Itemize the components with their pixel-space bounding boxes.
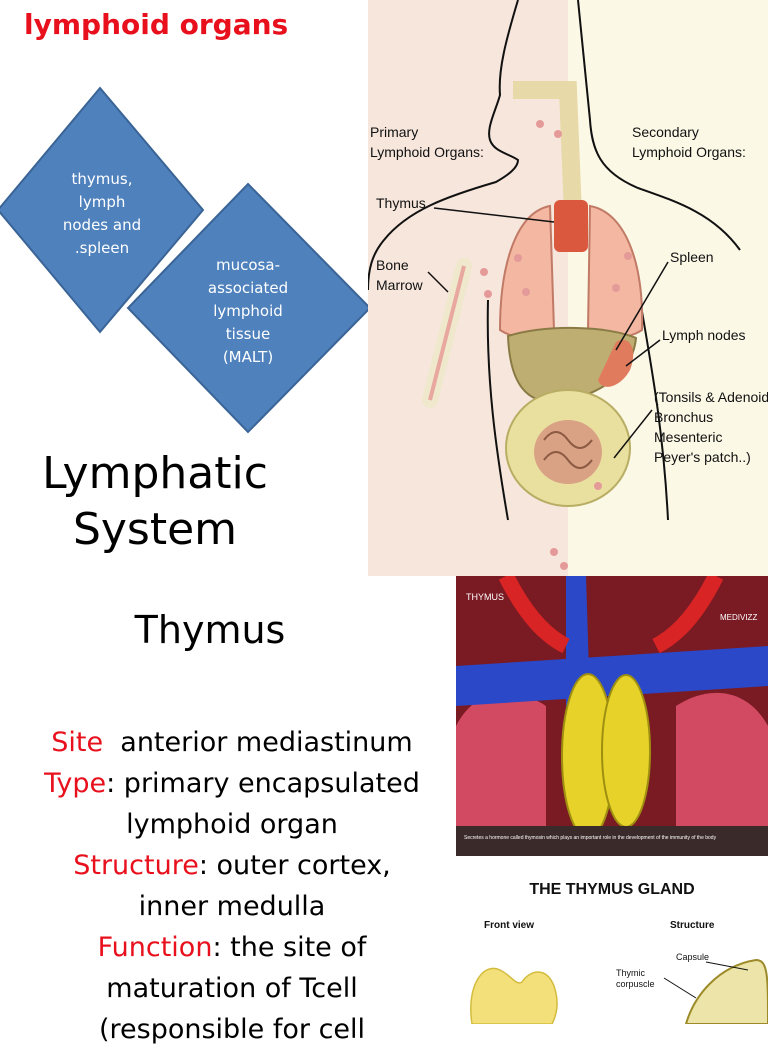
label-spleen: Spleen	[670, 249, 714, 265]
thymus-heading: Thymus	[134, 608, 286, 652]
page-heading: lymphoid organs	[24, 8, 289, 41]
diamond-text-2: mucosa- associated lymphoid tissue (MALT…	[207, 256, 289, 366]
site-label: Site	[51, 727, 104, 758]
label-lymph-nodes: Lymph nodes	[662, 327, 746, 343]
thymus-gland-panel: THE THYMUS GLAND Front view Structure Ca…	[456, 866, 768, 1024]
lymphoid-organs-illustration: Primary Lymphoid Organs: Secondary Lymph…	[368, 0, 768, 576]
photo-brand: MEDIVIZZ	[720, 613, 757, 622]
label-primary-1: Primary	[370, 124, 418, 140]
spleen-organ	[598, 339, 634, 387]
label-thymus: Thymus	[376, 195, 426, 211]
fact-type-cont: lymphoid organ	[126, 809, 338, 840]
structure-value: : outer cortex,	[198, 850, 391, 881]
fact-structure: Structure: outer cortex,	[14, 845, 450, 886]
gland-title: THE THYMUS GLAND	[529, 881, 694, 898]
diamond-text-1: thymus, lymph nodes and .spleen	[62, 170, 142, 257]
diamond-shape-2	[126, 182, 372, 434]
structure-label: Structure	[73, 850, 199, 881]
label-secondary-2: Lymphoid Organs:	[632, 144, 746, 160]
fact-function-cont-2: (responsible for cell	[98, 1014, 366, 1045]
thymus-facts: Site anterior mediastinum Type: primary …	[14, 722, 450, 1050]
gland-corpuscle-2: corpuscle	[616, 979, 655, 989]
front-view-gland	[470, 967, 558, 1024]
label-extra-4: Peyer's patch..)	[654, 449, 751, 465]
diamond-shape-1	[0, 86, 205, 334]
gland-front-view: Front view	[484, 920, 534, 931]
label-marrow: Marrow	[376, 277, 424, 293]
fact-function: Function: the site of	[14, 927, 450, 968]
type-value: : primary encapsulated	[106, 768, 420, 799]
label-extra-1: (Tonsils & Adenoids	[654, 389, 768, 405]
gland-corpuscle-1: Thymic	[616, 968, 645, 978]
photo-caption: Secretes a hormone called thymosin which…	[464, 835, 717, 841]
fact-function-cont: maturation of Tcell	[106, 973, 358, 1004]
diamond-graphic	[0, 86, 372, 434]
photo-tag: THYMUS	[466, 592, 504, 602]
fact-site: Site anterior mediastinum	[14, 722, 450, 763]
lymphatic-system-title: Lymphatic System	[42, 448, 268, 555]
gland-capsule: Capsule	[676, 952, 709, 962]
label-primary-2: Lymphoid Organs:	[370, 144, 484, 160]
label-extra-2: Bronchus	[654, 409, 713, 425]
label-extra-3: Mesenteric	[654, 429, 722, 445]
type-label: Type	[44, 768, 107, 799]
label-secondary-1: Secondary	[632, 124, 699, 140]
fact-structure-cont: inner medulla	[138, 891, 326, 922]
thymus-lobe-right	[601, 674, 651, 828]
function-label: Function	[97, 932, 213, 963]
label-bone: Bone	[376, 257, 409, 273]
fact-type: Type: primary encapsulated	[14, 763, 450, 804]
gland-structure: Structure	[670, 920, 715, 931]
thymus-organ	[554, 200, 588, 252]
thymus-anatomy-photo: THYMUS MEDIVIZZ Secretes a hormone calle…	[456, 576, 768, 856]
function-value: : the site of	[212, 932, 367, 963]
site-value: anterior mediastinum	[103, 727, 413, 758]
